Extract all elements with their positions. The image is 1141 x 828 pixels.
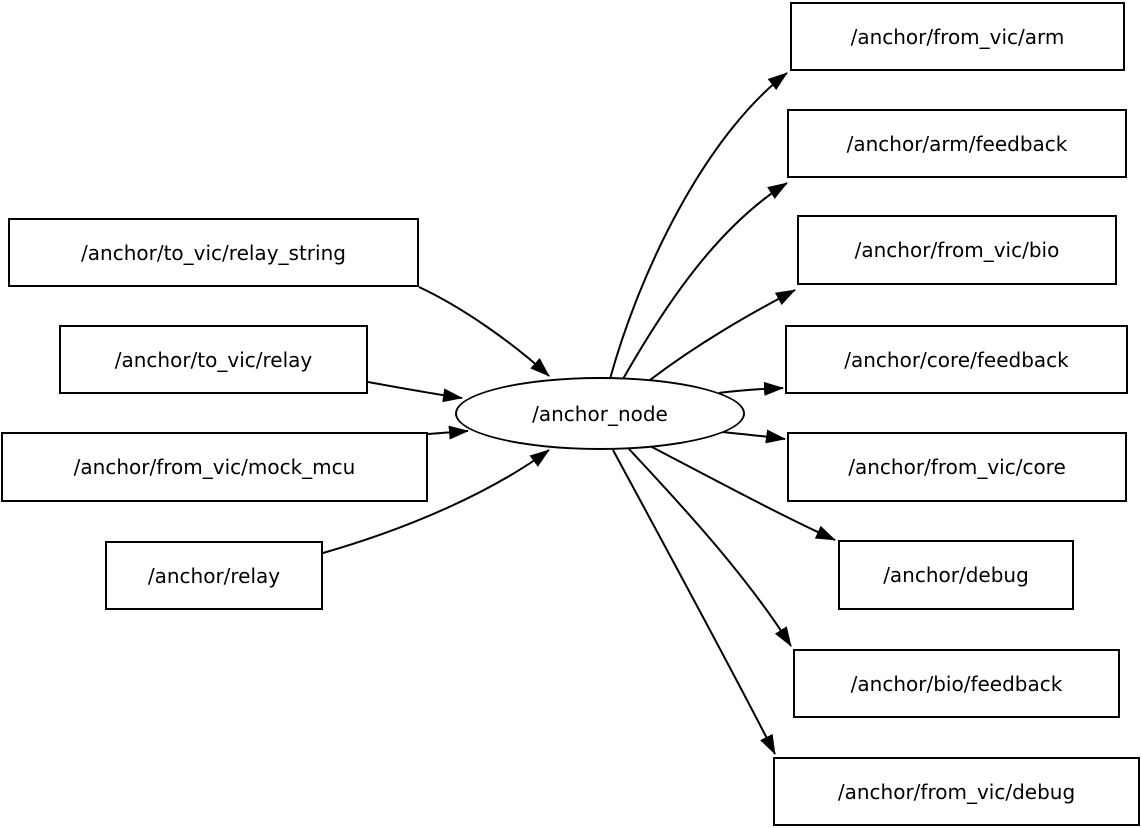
edge-relay-to-anchor_node bbox=[322, 449, 550, 554]
node-anchor-arm-feedback: /anchor/arm/feedback bbox=[787, 109, 1127, 178]
edge-anchor_node-to-from_vic_debug bbox=[612, 449, 776, 755]
node-label: /anchor/relay bbox=[147, 563, 281, 588]
node-anchor-bio-feedback: /anchor/bio/feedback bbox=[793, 649, 1120, 718]
node-label: /anchor/core/feedback bbox=[844, 347, 1069, 372]
node-label: /anchor/from_vic/arm bbox=[850, 24, 1065, 49]
node-anchor-to-vic-relay: /anchor/to_vic/relay bbox=[59, 325, 368, 394]
node-anchor-debug: /anchor/debug bbox=[838, 540, 1074, 610]
node-anchor-from-vic-debug: /anchor/from_vic/debug bbox=[773, 757, 1140, 826]
node-anchor-from-vic-bio: /anchor/from_vic/bio bbox=[797, 215, 1117, 285]
node-label: /anchor_node bbox=[532, 401, 668, 426]
edge-to_vic_relay_string-to-anchor_node bbox=[418, 286, 550, 377]
node-anchor-to-vic-relay-string: /anchor/to_vic/relay_string bbox=[8, 218, 419, 287]
edge-from_vic_mock_mcu-to-anchor_node bbox=[427, 425, 469, 440]
node-label: /anchor/from_vic/mock_mcu bbox=[73, 455, 356, 479]
node-label: /anchor/bio/feedback bbox=[850, 671, 1063, 696]
node-anchor-from-vic-mock-mcu: /anchor/from_vic/mock_mcu bbox=[1, 432, 428, 502]
edge-anchor_node-to-debug bbox=[649, 445, 836, 541]
edge-anchor_node-to-arm_feedback bbox=[622, 182, 788, 380]
node-anchor-node: /anchor_node bbox=[455, 377, 745, 450]
node-anchor-from-vic-core: /anchor/from_vic/core bbox=[787, 432, 1127, 502]
node-anchor-from-vic-arm: /anchor/from_vic/arm bbox=[790, 2, 1125, 71]
edge-to_vic_relay-to-anchor_node bbox=[367, 381, 463, 403]
node-anchor-core-feedback: /anchor/core/feedback bbox=[785, 325, 1128, 394]
edge-anchor_node-to-from_vic_bio bbox=[649, 289, 796, 381]
edge-anchor_node-to-from_vic_core bbox=[721, 429, 786, 444]
node-label: /anchor/from_vic/core bbox=[848, 455, 1066, 479]
node-label: /anchor/to_vic/relay bbox=[114, 347, 313, 372]
node-label: /anchor/from_vic/debug bbox=[837, 779, 1076, 804]
node-anchor-relay: /anchor/relay bbox=[105, 541, 323, 610]
node-label: /anchor/to_vic/relay_string bbox=[81, 240, 346, 265]
edge-anchor_node-to-from_vic_arm bbox=[609, 72, 788, 380]
edge-anchor_node-to-core_feedback bbox=[718, 381, 784, 396]
node-label: /anchor/from_vic/bio bbox=[854, 238, 1060, 262]
node-label: /anchor/debug bbox=[883, 563, 1029, 587]
node-label: /anchor/arm/feedback bbox=[846, 131, 1068, 156]
edge-anchor_node-to-bio_feedback bbox=[628, 448, 792, 647]
